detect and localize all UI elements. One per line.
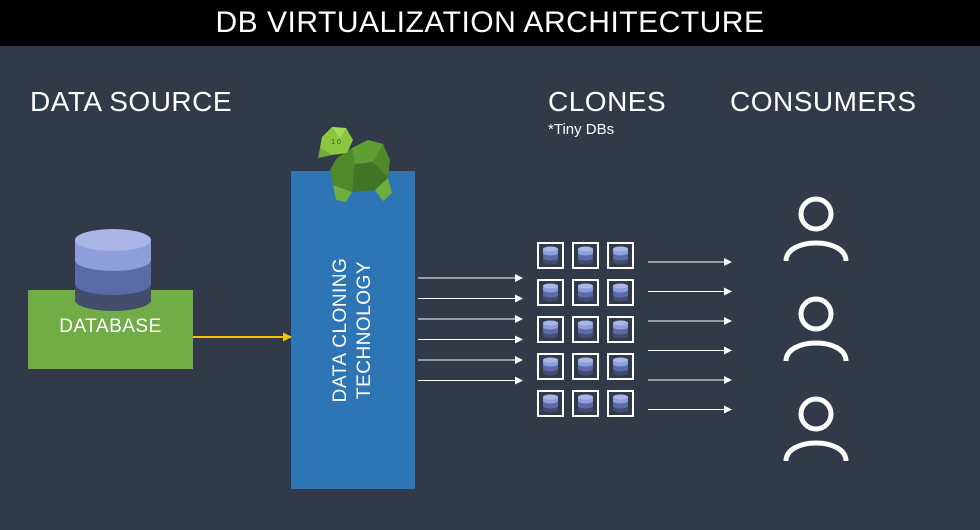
section-label-clones: CLONES	[548, 86, 667, 117]
mini-database-icon	[613, 320, 628, 339]
mini-database-icon	[613, 394, 628, 413]
mini-database-icon	[543, 394, 558, 413]
clone-db-cell	[537, 279, 564, 306]
clone-db-cell	[572, 316, 599, 343]
clone-db-cell	[572, 279, 599, 306]
mini-database-icon	[578, 283, 593, 302]
clones-note: *Tiny DBs	[548, 121, 615, 138]
clone-db-cell	[537, 242, 564, 269]
mini-database-icon	[613, 246, 628, 265]
title-bar: DB VIRTUALIZATION ARCHITECTURE	[0, 0, 980, 46]
turtle-shell-text: 1 0	[331, 139, 341, 146]
mini-database-icon	[543, 320, 558, 339]
mini-database-icon	[578, 320, 593, 339]
page-title: DB VIRTUALIZATION ARCHITECTURE	[215, 6, 765, 39]
section-label-data-source: DATA SOURCE	[30, 86, 233, 117]
mini-database-icon	[543, 357, 558, 376]
cloning-technology-box	[291, 171, 415, 489]
turtle-icon: 1 0	[318, 127, 392, 202]
clone-db-cell	[537, 353, 564, 380]
clone-db-cell	[607, 242, 634, 269]
clone-db-cell	[572, 353, 599, 380]
clone-db-cell	[537, 390, 564, 417]
mini-database-icon	[578, 357, 593, 376]
mini-database-icon	[578, 394, 593, 413]
consumer-user-icon	[783, 296, 849, 362]
consumer-arrows	[648, 258, 732, 414]
clone-db-cell	[607, 353, 634, 380]
clone-db-cell	[537, 316, 564, 343]
section-label-consumers: CONSUMERS	[730, 86, 917, 117]
clone-arrows	[418, 274, 523, 385]
database-label: DATABASE	[59, 316, 162, 337]
mini-database-icon	[613, 357, 628, 376]
consumer-user-icon	[783, 196, 849, 262]
clone-db-cell	[607, 279, 634, 306]
clone-db-cell	[607, 316, 634, 343]
consumer-user-icon	[783, 396, 849, 462]
clone-db-cell	[572, 242, 599, 269]
mini-database-icon	[613, 283, 628, 302]
clone-db-cell	[607, 390, 634, 417]
mini-database-icon	[543, 246, 558, 265]
mini-database-icon	[578, 246, 593, 265]
mini-database-icon	[543, 283, 558, 302]
clone-db-cell	[572, 390, 599, 417]
consumers	[783, 196, 849, 462]
